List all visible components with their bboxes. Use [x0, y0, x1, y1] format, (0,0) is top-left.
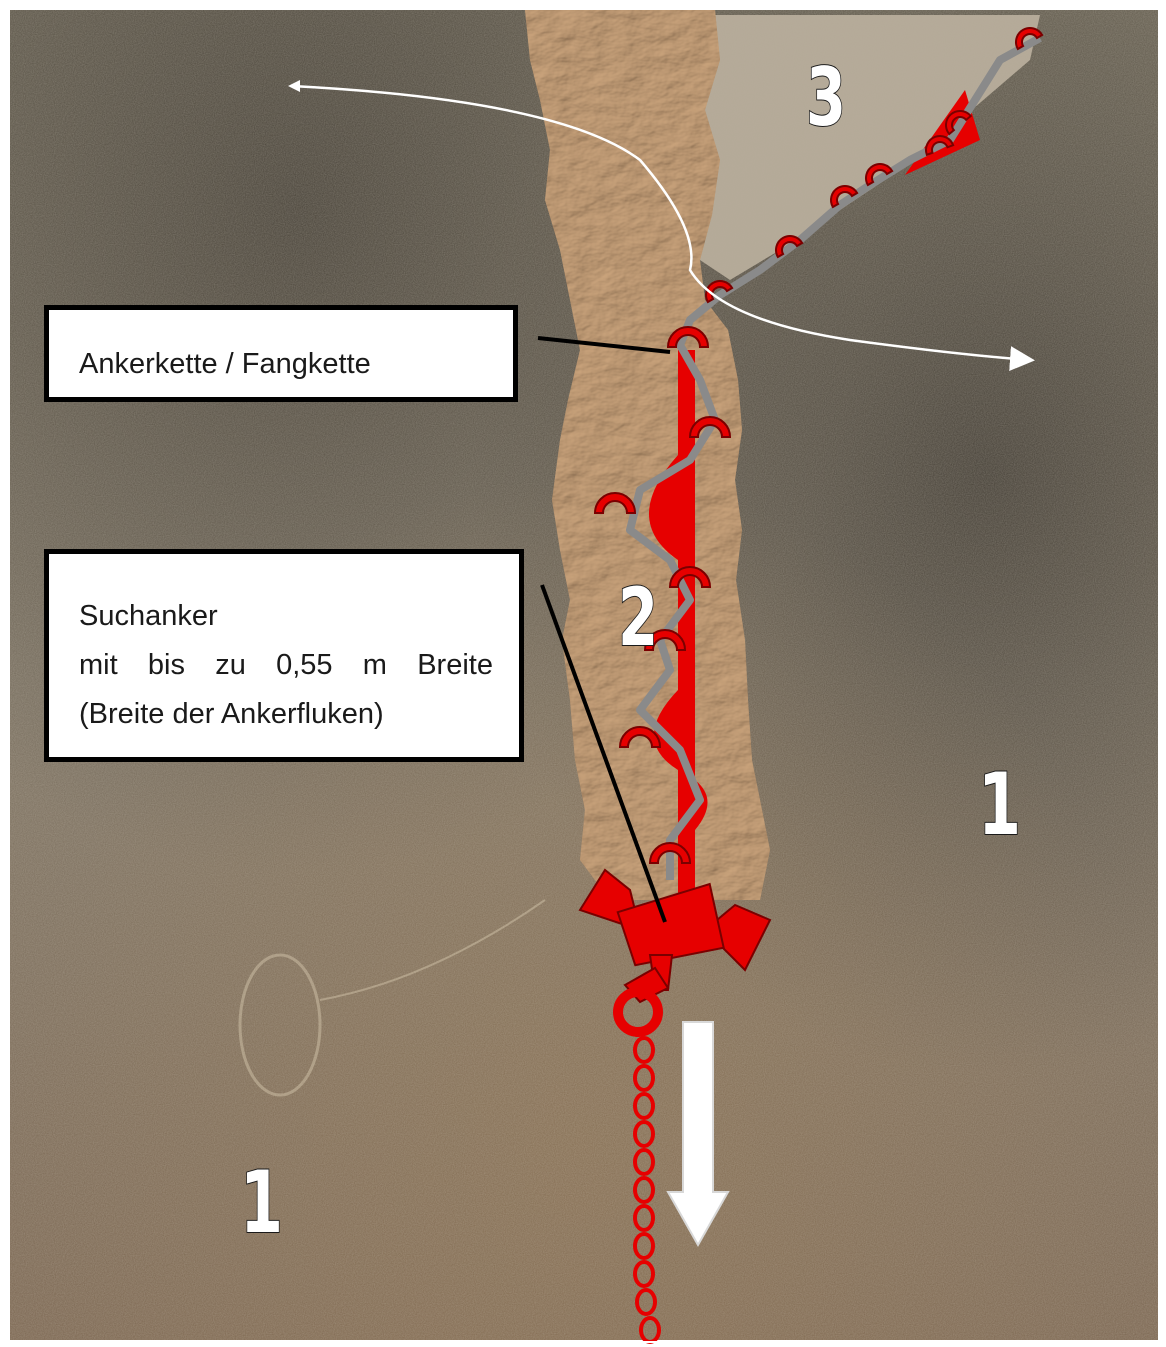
- anchor-width-word: zu: [215, 641, 246, 690]
- anchor-width-word: Breite: [417, 641, 493, 690]
- zone-1-number-left: 1: [240, 1160, 283, 1246]
- anchor-width-line: mit bis zu 0,55 m Breite: [79, 641, 493, 690]
- chain-label: Ankerkette / Fangkette: [79, 348, 371, 380]
- zone-2-number: 2: [618, 578, 658, 658]
- anchor-flukes-note: (Breite der Ankerfluken): [79, 690, 493, 739]
- anchor-width-word: bis: [148, 641, 185, 690]
- zone-1-number-right: 1: [978, 762, 1021, 848]
- zone-3-number: 3: [806, 58, 846, 138]
- anchor-width-word: 0,55: [276, 641, 332, 690]
- anchor-width-word: m: [363, 641, 387, 690]
- anchor-callout: Suchanker mit bis zu 0,55 m Breite (Brei…: [44, 549, 524, 762]
- anchor-width-word: mit: [79, 641, 118, 690]
- anchor-title: Suchanker: [79, 592, 493, 641]
- chain-callout: Ankerkette / Fangkette: [44, 305, 518, 402]
